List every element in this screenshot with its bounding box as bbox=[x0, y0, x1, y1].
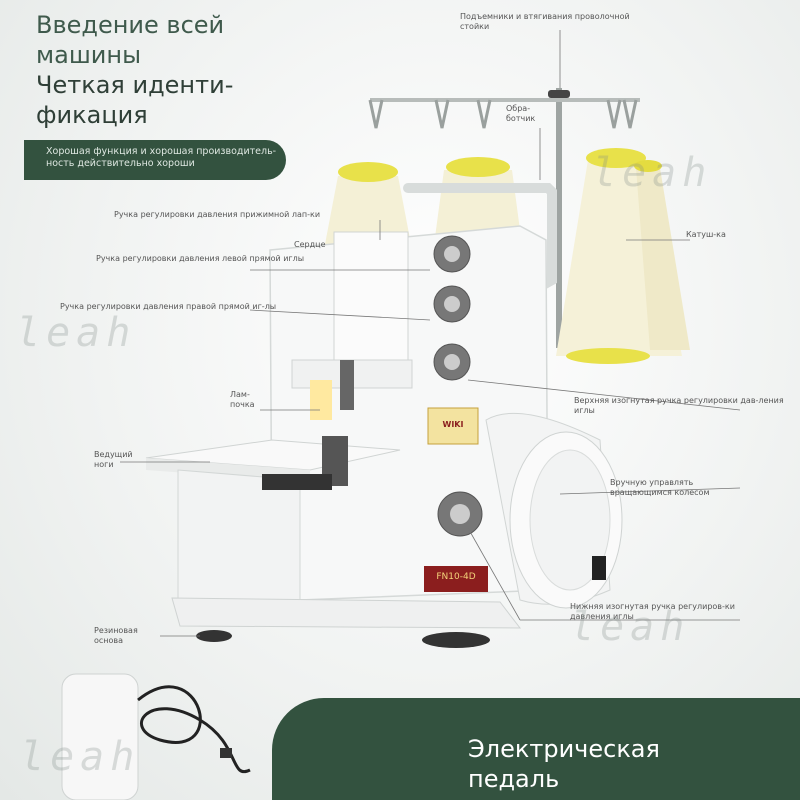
headline-line-2: машины bbox=[36, 41, 142, 69]
feature-banner-text: Хорошая функция и хорошая производитель-… bbox=[46, 146, 277, 169]
label-handwheel: Вручную управлять вращающимся колесом bbox=[610, 478, 710, 497]
label-spool: Катуш-ка bbox=[686, 230, 726, 239]
pedal-title-line-2: педаль bbox=[468, 765, 560, 793]
brand-badge-plate bbox=[427, 407, 479, 445]
tension-knobs bbox=[433, 235, 483, 537]
label-processing: Обра-ботчик bbox=[506, 104, 536, 123]
thread-stand bbox=[368, 88, 640, 348]
feature-banner bbox=[24, 140, 286, 180]
label-rubber-base: Резиновая основа bbox=[94, 626, 138, 645]
label-lamp: Лам-почка bbox=[230, 390, 255, 409]
foot-pedal-illustration bbox=[61, 673, 251, 800]
leader-lines bbox=[120, 30, 741, 637]
headline-line-4: фикация bbox=[36, 101, 148, 129]
label-drive-feet: Ведущий ноги bbox=[94, 450, 133, 469]
headline-line-3: Четкая иденти- bbox=[36, 71, 234, 99]
label-right-needle: Ручка регулировки давления правой прямой… bbox=[60, 302, 277, 311]
model-text: FN10-4D bbox=[436, 572, 476, 582]
label-heart: Сердце bbox=[294, 240, 326, 249]
brand-badge-text: WIKI bbox=[442, 420, 464, 429]
headline-line-1: Введение всей bbox=[36, 11, 225, 39]
watermark-left: leah bbox=[16, 310, 137, 356]
watermark-top-right: leah bbox=[592, 150, 713, 196]
label-left-needle: Ручка регулировки давления левой прямой … bbox=[96, 254, 305, 263]
pedal-title: Электрическая педаль bbox=[468, 734, 660, 794]
label-upper-curved: Верхняя изогнутая ручка регулировки дав-… bbox=[574, 396, 784, 415]
headline: Введение всей машины Четкая иденти- фика… bbox=[36, 10, 296, 130]
pedal-title-line-1: Электрическая bbox=[468, 735, 660, 763]
label-lower-curved: Нижняя изогнутая ручка регулиров-ки давл… bbox=[570, 602, 735, 621]
watermark-bottom-right: leah bbox=[570, 604, 691, 650]
label-foot-pressure: Ручка регулировки давления прижимной лап… bbox=[114, 210, 321, 219]
pedal-band bbox=[272, 698, 800, 800]
label-top-rod: Подъемники и втягивания проволочной стой… bbox=[460, 12, 630, 31]
model-plate bbox=[424, 566, 488, 592]
watermark-bottom-left: leah bbox=[20, 734, 141, 780]
machine-body bbox=[145, 225, 623, 648]
